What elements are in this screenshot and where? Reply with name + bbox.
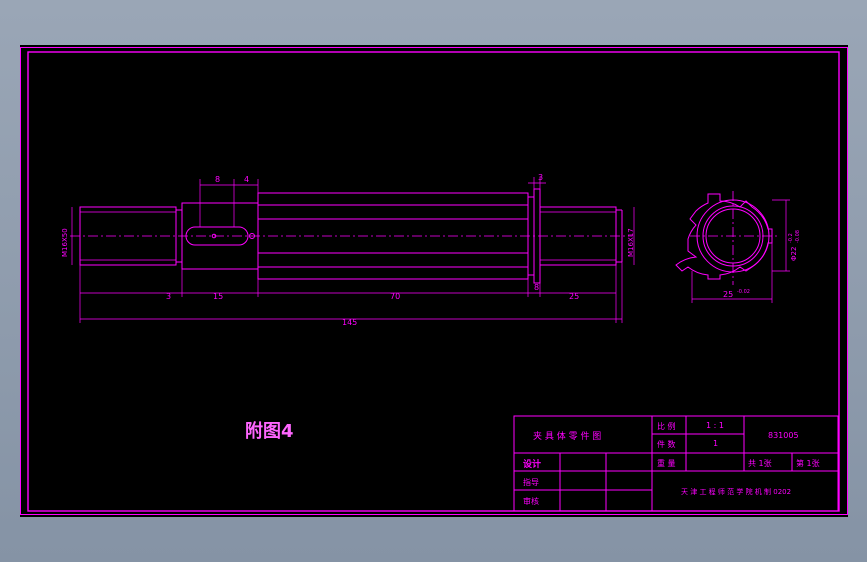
qty-value: 1 <box>713 439 718 448</box>
dim-bottom-8: 8 <box>534 283 539 292</box>
shaft-view <box>70 188 632 284</box>
dim-70: 70 <box>390 292 400 301</box>
cad-drawing: 8 4 3 3 15 70 8 25 145 M16X50 M16X17 25 … <box>20 47 848 515</box>
thread-right-label: M16X17 <box>627 228 635 257</box>
section-dia-tol2: -0.08 <box>795 230 801 243</box>
figure-caption: 附图4 <box>245 420 294 442</box>
sheets-total: 共 1张 <box>748 459 772 468</box>
guide-label: 指导 <box>523 477 539 487</box>
dim-groove-3: 3 <box>538 173 543 182</box>
dim-145: 145 <box>342 318 357 327</box>
scale-value: 1 : 1 <box>706 421 724 430</box>
designer-label: 设计 <box>523 458 541 470</box>
drawing-name: 夹 具 体 零 件 图 <box>533 430 601 442</box>
section-dia-tol: -0.2 <box>788 233 794 243</box>
thread-left-label: M16X50 <box>61 228 69 257</box>
qty-label: 件 数 <box>657 439 676 449</box>
scale-label: 比 例 <box>657 421 676 431</box>
section-width: 25 <box>723 290 733 299</box>
outer-frame <box>20 47 848 515</box>
drawing-code: 831005 <box>768 431 799 440</box>
section-dia: Φ22 <box>790 247 798 261</box>
drawing-canvas[interactable]: 8 4 3 3 15 70 8 25 145 M16X50 M16X17 25 … <box>20 45 848 517</box>
weight-label: 重 量 <box>657 458 676 468</box>
dim-15: 15 <box>213 292 223 301</box>
cross-section-view <box>675 191 790 303</box>
dimension-lines <box>71 177 635 323</box>
review-label: 审核 <box>523 496 539 506</box>
dim-bottom-3: 3 <box>166 292 171 301</box>
school-name: 天 津 工 程 师 范 学 院 机 制 0202 <box>681 487 791 496</box>
section-width-tol: -0.02 <box>737 289 750 295</box>
dim-25: 25 <box>569 292 579 301</box>
sheet-number: 第 1张 <box>796 458 820 468</box>
dim-top-4: 4 <box>244 175 249 184</box>
title-block <box>513 415 839 512</box>
dim-top-8: 8 <box>215 175 220 184</box>
inner-frame <box>27 51 840 512</box>
